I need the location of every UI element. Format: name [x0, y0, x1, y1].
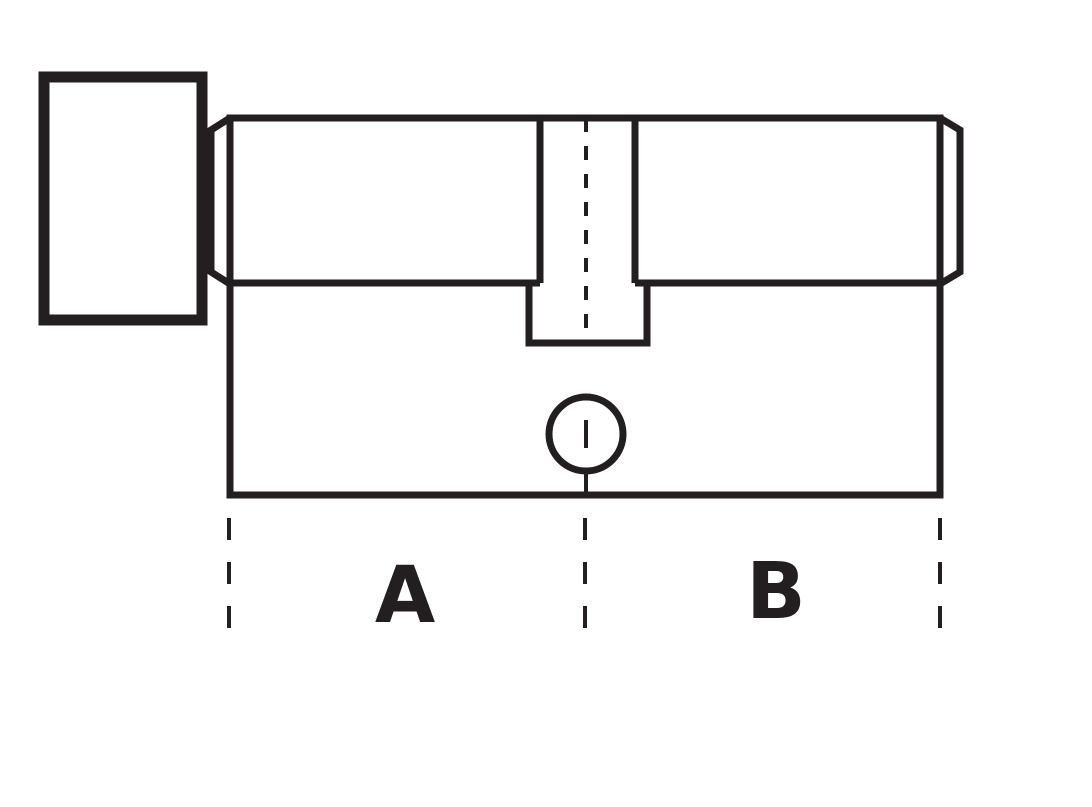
thumb-turn-knob — [38, 71, 208, 326]
cylinder-body-outline — [226, 114, 944, 499]
dimension-label-a: A — [375, 551, 435, 641]
left-collar — [207, 115, 232, 287]
dimension-label-b: B — [746, 547, 805, 637]
right-collar — [938, 114, 964, 288]
